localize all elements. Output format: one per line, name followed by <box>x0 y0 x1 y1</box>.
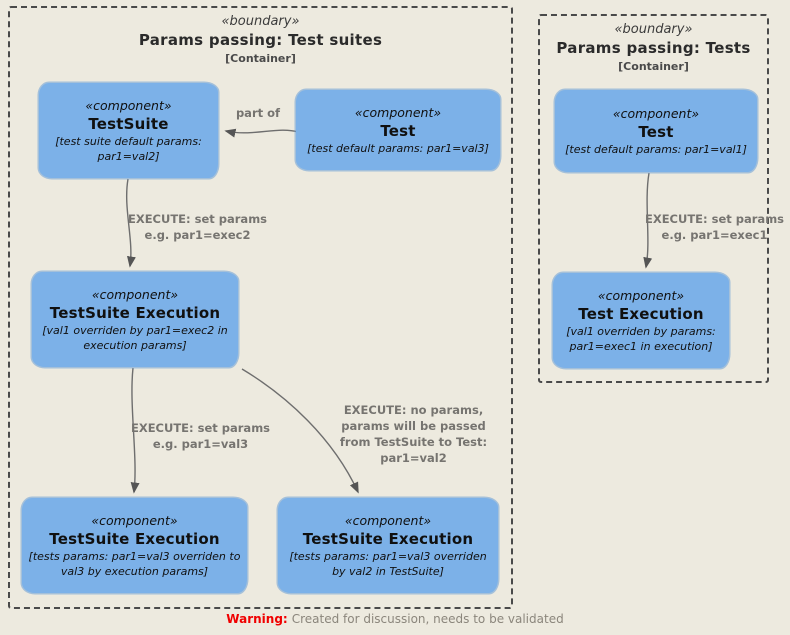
node-stereotype: «component» <box>344 513 432 528</box>
node-stereotype: «component» <box>612 106 700 121</box>
boundary-subtitle: [Container] <box>225 52 296 65</box>
warning-label: Warning: <box>226 612 288 626</box>
boundary-test-suites: «boundary» Params passing: Test suites [… <box>8 6 513 609</box>
node-stereotype: «component» <box>85 98 172 113</box>
node-name: TestSuite <box>88 115 169 133</box>
boundary-stereotype: «boundary» <box>221 14 300 29</box>
node-description: [test suite default params: par1=val2] <box>55 135 202 163</box>
node-description: [test default params: par1=val1] <box>565 143 747 156</box>
node-name: TestSuite Execution <box>49 530 220 548</box>
node-name: Test Execution <box>578 305 704 323</box>
node-testsuite-execution-main: «component» TestSuite Execution [val1 ov… <box>32 272 238 367</box>
node-testsuite-execution-left: «component» TestSuite Execution [tests p… <box>22 498 247 593</box>
boundary-header: «boundary» Params passing: Test suites [… <box>10 8 511 66</box>
node-name: TestSuite Execution <box>49 304 221 322</box>
boundary-stereotype: «boundary» <box>614 22 693 37</box>
node-test-right-boundary: «component» Test [test default params: p… <box>555 90 757 172</box>
diagram-caption: Warning:Created for discussion, needs to… <box>0 611 790 627</box>
boundary-header: «boundary» Params passing: Tests [Contai… <box>540 16 767 74</box>
node-name: Test <box>380 122 416 140</box>
node-stereotype: «component» <box>597 288 685 303</box>
boundary-subtitle: [Container] <box>618 60 689 73</box>
node-description: [tests params: par1=val3 overriden by va… <box>289 550 487 578</box>
edge-label-execute-exec2: EXECUTE: set params e.g. par1=exec2 <box>127 212 268 242</box>
node-description: [val1 overriden by par1=exec2 in executi… <box>42 324 228 352</box>
edge-label-execute-exec1: EXECUTE: set params e.g. par1=exec1 <box>644 212 785 242</box>
edge-label-execute-val3: EXECUTE: set params e.g. par1=val3 <box>130 421 271 451</box>
node-name: Test <box>638 123 674 141</box>
node-testsuite: «component» TestSuite [test suite defaul… <box>39 83 218 178</box>
edge-label-execute-noparams: EXECUTE: no params, params will be passe… <box>339 403 488 465</box>
node-stereotype: «component» <box>91 513 178 528</box>
caption-text: Created for discussion, needs to be vali… <box>291 612 564 626</box>
boundary-tests: «boundary» Params passing: Tests [Contai… <box>538 14 769 383</box>
node-test: «component» Test [test default params: p… <box>296 90 500 170</box>
node-description: [tests params: par1=val3 overriden to va… <box>28 550 241 578</box>
node-name: TestSuite Execution <box>302 530 474 548</box>
boundary-title: Params passing: Tests <box>556 39 751 57</box>
node-description: [val1 overriden by params: par1=exec1 in… <box>566 325 716 353</box>
node-description: [test default params: par1=val3] <box>307 142 489 155</box>
boundary-title: Params passing: Test suites <box>138 31 383 49</box>
node-testsuite-execution-right: «component» TestSuite Execution [tests p… <box>278 498 498 593</box>
node-stereotype: «component» <box>354 105 442 120</box>
node-test-execution: «component» Test Execution [val1 overrid… <box>553 273 729 368</box>
edge-label-part-of: part of <box>235 106 281 120</box>
node-stereotype: «component» <box>91 287 179 302</box>
